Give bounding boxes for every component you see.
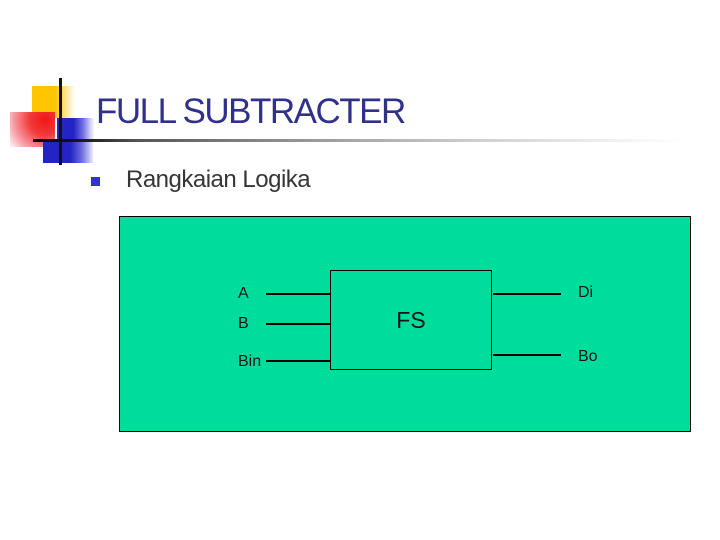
input-wire-bin bbox=[266, 360, 331, 362]
input-wire-b bbox=[266, 323, 331, 325]
fs-block-label: FS bbox=[396, 306, 426, 333]
fs-block: FS bbox=[330, 270, 492, 370]
decoration-vertical-line bbox=[59, 78, 62, 165]
output-wire-bo bbox=[493, 354, 561, 356]
decoration-blue-square-upper bbox=[57, 118, 94, 142]
output-wire-di bbox=[493, 293, 561, 295]
bullet-square-icon bbox=[91, 177, 100, 186]
output-label-bo: Bo bbox=[578, 348, 598, 365]
diagram-panel: FS A B Bin Di Bo bbox=[119, 216, 691, 432]
input-label-b: B bbox=[238, 315, 249, 332]
input-label-bin: Bin bbox=[238, 353, 262, 370]
decoration-blue-square-lower bbox=[43, 142, 93, 163]
slide-title: FULL SUBTRACTER bbox=[96, 92, 406, 131]
title-divider-rule bbox=[33, 139, 688, 142]
input-wire-a bbox=[266, 293, 331, 295]
bullet-text: Rangkaian Logika bbox=[126, 166, 311, 193]
output-label-di: Di bbox=[578, 284, 594, 301]
input-label-a: A bbox=[238, 285, 249, 302]
